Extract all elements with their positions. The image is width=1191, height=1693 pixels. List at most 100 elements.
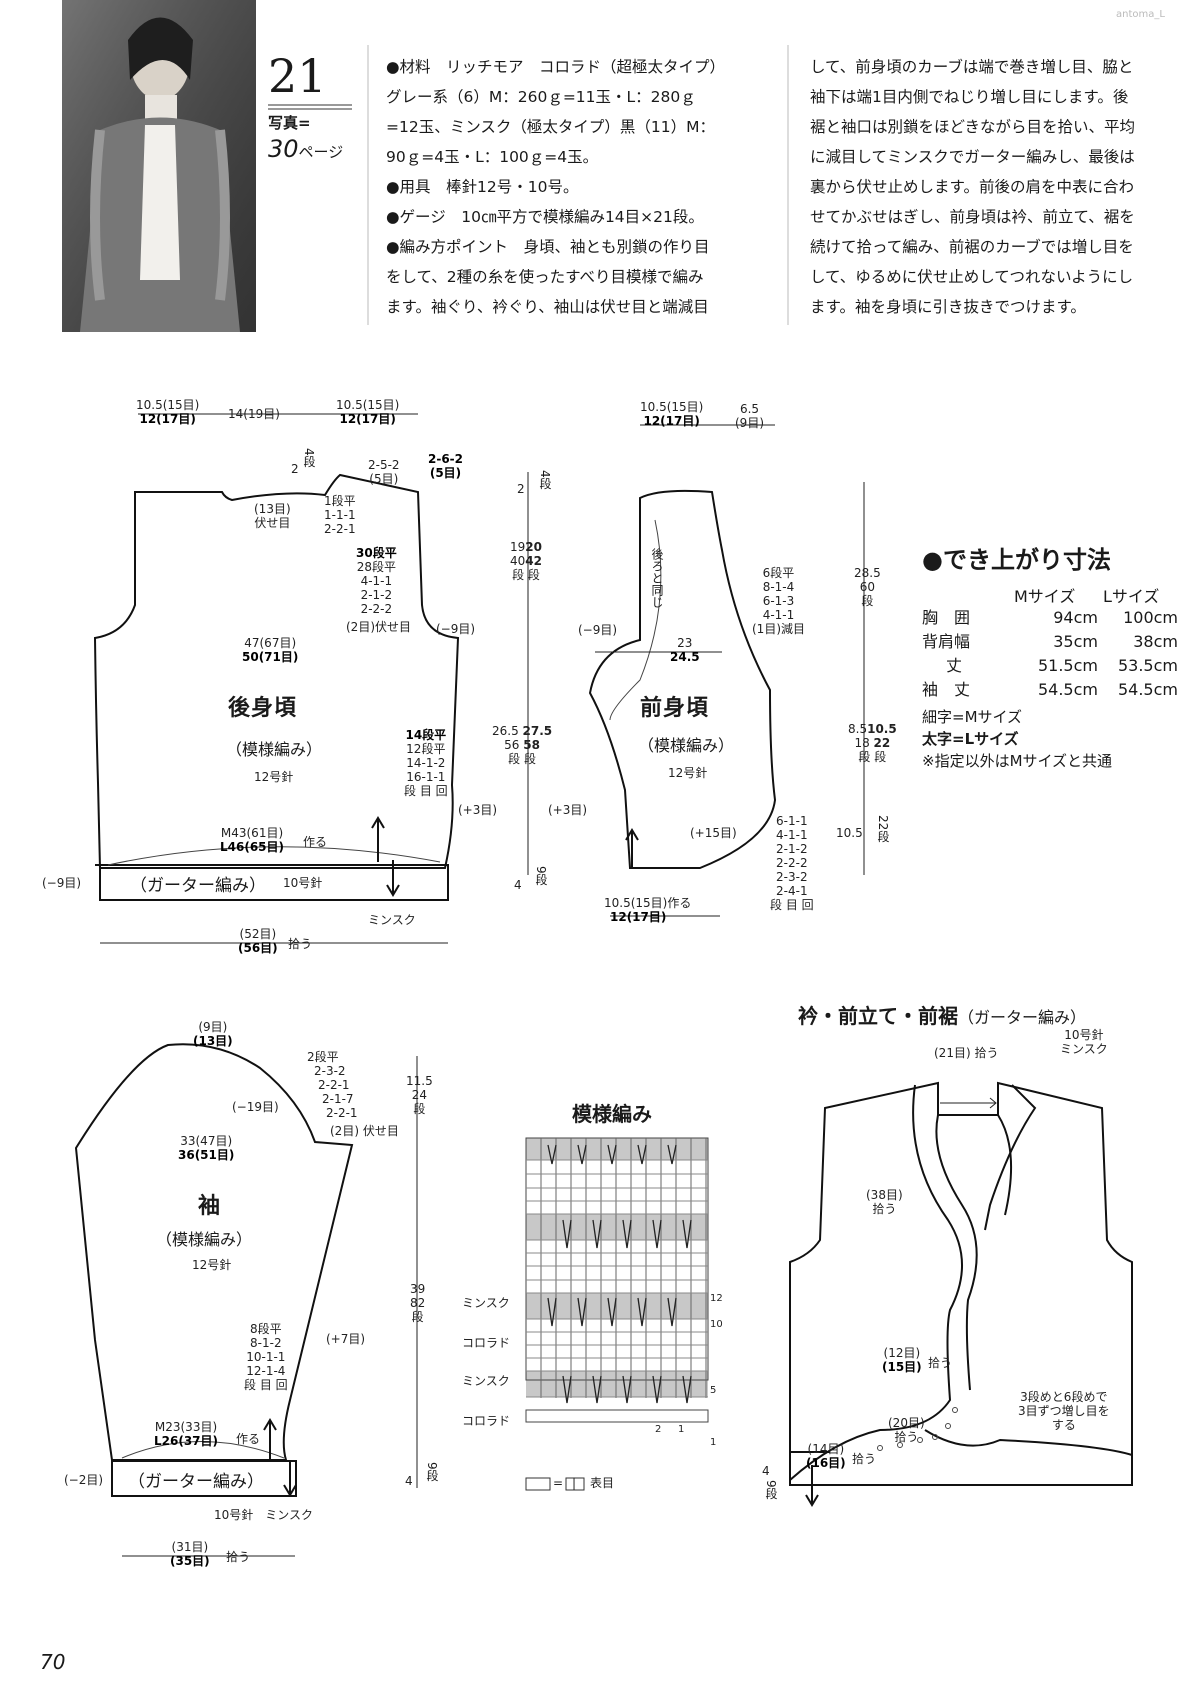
- back-garter-label: （ガーター編み）: [130, 876, 266, 896]
- instructions-col1: ●材料 リッチモア コロラド（超極太タイプ） グレー系（6）M：260ｇ=11玉…: [386, 52, 766, 322]
- pattern-legend-label: 表目: [590, 1476, 615, 1490]
- center-armhole-dim: 1920 4042 段 段: [510, 540, 542, 582]
- instruction-line: ●編み方ポイント 身頃、袖とも別鎖の作り目: [386, 238, 710, 256]
- right-dim-3-value: 10.5: [836, 826, 863, 840]
- pattern-legend-symbol: |: [572, 1476, 577, 1490]
- collar-pick-38: (38目) 拾う: [866, 1188, 903, 1216]
- sleeve-garter-minus: (−2目): [64, 1473, 104, 1487]
- instruction-line: グレー系（6）M：260ｇ=11玉・L：280ｇ: [386, 88, 696, 106]
- collar-pick-12: (12目) (15目): [882, 1346, 922, 1374]
- sleeve-cast-on: M23(33目) L26(37目): [154, 1420, 219, 1448]
- page-number: 70: [40, 1650, 66, 1674]
- back-neck-num: 2: [291, 462, 299, 476]
- sleeve-cap-decrease: 2段平 2-3-2 2-2-1 2-1-7 2-2-1: [306, 1050, 358, 1120]
- back-minsk: ミンスク: [368, 913, 416, 927]
- back-top-right-dim: 10.5(15目) 12(17目): [336, 398, 400, 426]
- finished-col-l: Lサイズ: [1103, 587, 1160, 606]
- photo-label: 写真=: [268, 114, 311, 132]
- center-bottom-rows: 9段: [534, 866, 548, 886]
- sleeve-body-height: 39 82 段: [410, 1282, 426, 1324]
- collar-needle-yarn: 10号針 ミンスク: [1060, 1028, 1108, 1056]
- finished-title: ●でき上がり寸法: [922, 546, 1111, 574]
- back-garter-needle: 10号針: [283, 876, 323, 890]
- front-armhole-minus: (−9目): [578, 623, 618, 637]
- instruction-line: 裏から伏せ止めします。前後の肩を中表に合わ: [810, 178, 1134, 196]
- collar-pick-14-label: 拾う: [852, 1452, 877, 1466]
- instruction-line: に減目してミンスクでガーター編みし、最後は: [810, 148, 1135, 166]
- right-dim-2: 8.510.5 18 22 段 段: [848, 722, 897, 764]
- sleeve-cap-bind: (2目) 伏せ目: [330, 1124, 399, 1138]
- collar-rows: 9段: [764, 1480, 778, 1500]
- pattern-row-num: 5: [710, 1385, 717, 1396]
- back-neck-bind: (13目) 伏せ目: [254, 502, 291, 530]
- watermark: antoma_L: [1116, 9, 1165, 20]
- back-body-title: 後身頃: [228, 696, 298, 721]
- sleeve-pick-label: 拾う: [226, 1550, 251, 1564]
- back-garter-minus: (−9目): [42, 876, 82, 890]
- front-body-outline: [588, 489, 777, 869]
- pattern-row-num: 12: [710, 1293, 723, 1304]
- center-bottom-num: 4: [514, 878, 522, 892]
- instruction-line: して、前身頃のカーブは端で巻き増し目、脇と: [810, 58, 1134, 76]
- right-dim-3-rows: 22段: [876, 815, 890, 843]
- pattern-col-num: 2: [655, 1424, 662, 1435]
- pattern-row-label: ミンスク: [462, 1296, 510, 1310]
- front-side-plus: (+3目): [548, 803, 588, 817]
- front-chest-dim: 23 24.5: [670, 636, 700, 664]
- sleeve-top-dim: (9目) (13目): [193, 1020, 233, 1048]
- sleeve-cast-label: 作る: [236, 1432, 261, 1446]
- instruction-line: 続けて拾って編み、前裾のカーブでは増し目を: [810, 238, 1134, 256]
- sleeve-needle: 12号針: [192, 1258, 232, 1272]
- front-curve-plus: (+15目): [690, 826, 737, 840]
- collar-title: 衿・前立て・前裾（ガーター編み）: [798, 1004, 1087, 1028]
- pattern-chart-grid: [525, 1137, 709, 1491]
- front-cast-on: 10.5(15目)作る 12(17目): [604, 896, 692, 924]
- sleeve-increase: 8段平 8-1-2 10-1-1 12-1-4 段 目 回: [244, 1322, 288, 1392]
- back-body-pattern: （模様編み）: [226, 740, 323, 759]
- instruction-line: 袖下は端1目内側でねじり増し目にします。後: [810, 88, 1129, 106]
- sleeve-bottom-rows: 9段: [425, 1462, 439, 1482]
- center-top-num: 2: [517, 482, 525, 496]
- pattern-row-num: 1: [710, 1437, 717, 1448]
- pattern-row-label: コロラド: [462, 1336, 511, 1350]
- instruction-line: 90ｇ=4玉・L：100ｇ=4玉。: [386, 148, 599, 166]
- instruction-line: をして、2種の糸を使ったすべり目模様で編み: [386, 268, 704, 286]
- back-side-increase: 14段平 12段平 14-1-2 16-1-1 段 目 回: [404, 728, 448, 798]
- back-top-left-dim: 10.5(15目) 12(17目): [136, 398, 200, 426]
- pattern-legend-eq: =: [553, 1476, 564, 1490]
- instruction-line: ます。袖ぐり、衿ぐり、袖山は伏せ目と端減目: [386, 298, 709, 316]
- back-top-mid-dim: 14(19目): [228, 407, 280, 421]
- instruction-line: ます。袖を身頃に引き抜きでつけます。: [810, 298, 1086, 316]
- pattern-number: 21: [268, 49, 327, 103]
- collar-pick-20: (20目) 拾う: [888, 1416, 925, 1444]
- front-same-as-back: 後ろと同じ: [650, 548, 664, 608]
- pattern-row-label: ミンスク: [462, 1374, 510, 1388]
- back-neck-decrease: 1段平 1-1-1 2-2-1: [324, 494, 356, 536]
- sleeve-outline: [74, 1043, 354, 1461]
- collar-pick-12-label: 拾う: [928, 1356, 953, 1370]
- pattern-row-num: 10: [710, 1319, 723, 1330]
- front-neck-decrease: 6段平 8-1-4 6-1-3 4-1-1 (1目)減目: [752, 566, 805, 636]
- collar-pick-top: (21目) 拾う: [934, 1046, 999, 1060]
- model-photo: [62, 0, 256, 332]
- back-pick-up: (52目) (56目): [238, 927, 278, 955]
- back-armhole-decrease: 30段平 28段平 4-1-1 2-1-2 2-2-2: [356, 546, 397, 616]
- sleeve-bottom-num: 4: [405, 1474, 413, 1488]
- sleeve-cap-height: 11.5 24 段: [406, 1074, 433, 1116]
- sleeve-pick-up: (31目) (35目): [170, 1540, 210, 1568]
- back-armhole-minus: (−9目): [436, 622, 476, 636]
- front-body-title: 前身頃: [640, 696, 710, 721]
- finished-col-m: Mサイズ: [1014, 587, 1076, 606]
- finished-notes: 細字=Mサイズ 太字=Lサイズ ※指定以外はMサイズと共通: [922, 708, 1113, 770]
- pattern-col-num: 1: [678, 1424, 685, 1435]
- instruction-line: して、ゆるめに伏せ止めしてつれないようにし: [810, 268, 1134, 286]
- collar-pick-14: (14目) (16目): [806, 1442, 846, 1470]
- collar-eyelets: [877, 1407, 958, 1451]
- front-curve-increase: 6-1-1 4-1-1 2-1-2 2-2-2 2-3-2 2-4-1 段 目 …: [770, 814, 814, 912]
- sleeve-garter-label: （ガーター編み）: [128, 1472, 264, 1492]
- instructions-col2: して、前身頃のカーブは端で巻き増し目、脇と 袖下は端1目内側でねじり増し目にしま…: [810, 52, 1180, 322]
- collar-rows-num: 4: [762, 1464, 770, 1478]
- sleeve-title: 袖: [198, 1194, 221, 1219]
